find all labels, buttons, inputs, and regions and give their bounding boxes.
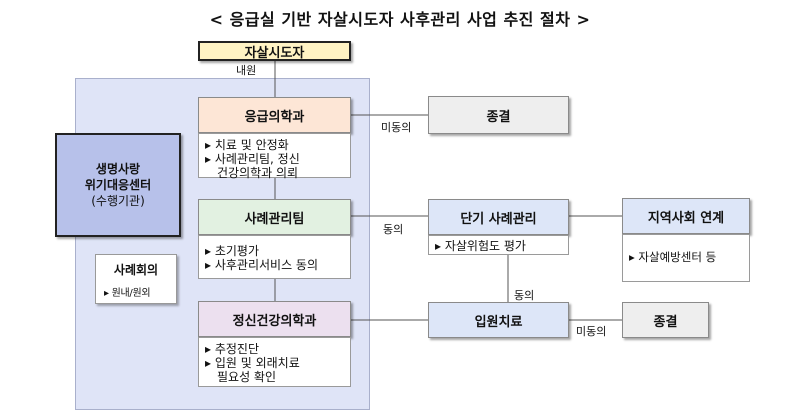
- node-crisis-response-center: 생명사랑 위기대응센터 (수행기관): [55, 133, 181, 237]
- label-consent-2: 동의: [514, 289, 535, 302]
- node-end-1: 종결: [428, 96, 569, 134]
- er-task-2: ▸ 사례관리팀, 정신: [205, 152, 300, 166]
- node-short-term-case-management: 단기 사례관리: [428, 199, 569, 235]
- psychiatry-task-1: ▸ 추정진단: [205, 342, 259, 356]
- node-admission-treatment: 입원치료: [428, 302, 569, 338]
- community-task-1: ▸ 자살예방센터 등: [629, 250, 717, 264]
- community-task-list: ▸ 자살예방센터 등: [622, 234, 750, 282]
- center-name-line1: 생명사랑: [95, 162, 141, 176]
- label-no-consent-2: 미동의: [576, 325, 607, 338]
- case-meeting-detail: ▸ 원내/원외: [104, 288, 151, 299]
- node-suicide-attempter: 자살시도자: [198, 41, 351, 61]
- case-team-task-2: ▸ 사후관리서비스 동의: [205, 258, 319, 272]
- psychiatry-task-3: 필요성 확인: [217, 370, 277, 384]
- node-case-management-team: 사례관리팀: [198, 199, 351, 235]
- label-consent-1: 동의: [383, 223, 404, 236]
- case-team-task-1: ▸ 초기평가: [205, 244, 259, 258]
- psychiatry-task-list: ▸ 추정진단 ▸ 입원 및 외래치료 필요성 확인: [198, 337, 351, 387]
- case-team-task-list: ▸ 초기평가 ▸ 사후관리서비스 동의: [198, 235, 351, 279]
- node-case-meeting: 사례회의 ▸ 원내/원외: [95, 254, 177, 304]
- diagram-title: < 응급실 기반 자살시도자 사후관리 사업 추진 절차 >: [209, 10, 591, 29]
- center-name-line2: 위기대응센터: [84, 178, 152, 192]
- er-task-1: ▸ 치료 및 안정화: [205, 138, 289, 152]
- center-role: (수행기관): [91, 194, 145, 208]
- node-emergency-medicine: 응급의학과: [198, 97, 351, 133]
- label-visit: 내원: [236, 64, 257, 77]
- case-meeting-title: 사례회의: [113, 263, 159, 277]
- er-task-3: 건강의학과 의뢰: [217, 166, 299, 180]
- node-community-linkage: 지역사회 연계: [622, 198, 750, 234]
- short-term-task-list: ▸ 자살위험도 평가: [428, 235, 569, 255]
- psychiatry-task-2: ▸ 입원 및 외래치료: [205, 356, 300, 370]
- label-no-consent-1: 미동의: [381, 121, 412, 134]
- node-psychiatry: 정신건강의학과: [198, 301, 351, 337]
- er-task-list: ▸ 치료 및 안정화 ▸ 사례관리팀, 정신 건강의학과 의뢰: [198, 133, 351, 180]
- short-term-task-1: ▸ 자살위험도 평가: [435, 239, 526, 253]
- node-end-2: 종결: [622, 302, 709, 338]
